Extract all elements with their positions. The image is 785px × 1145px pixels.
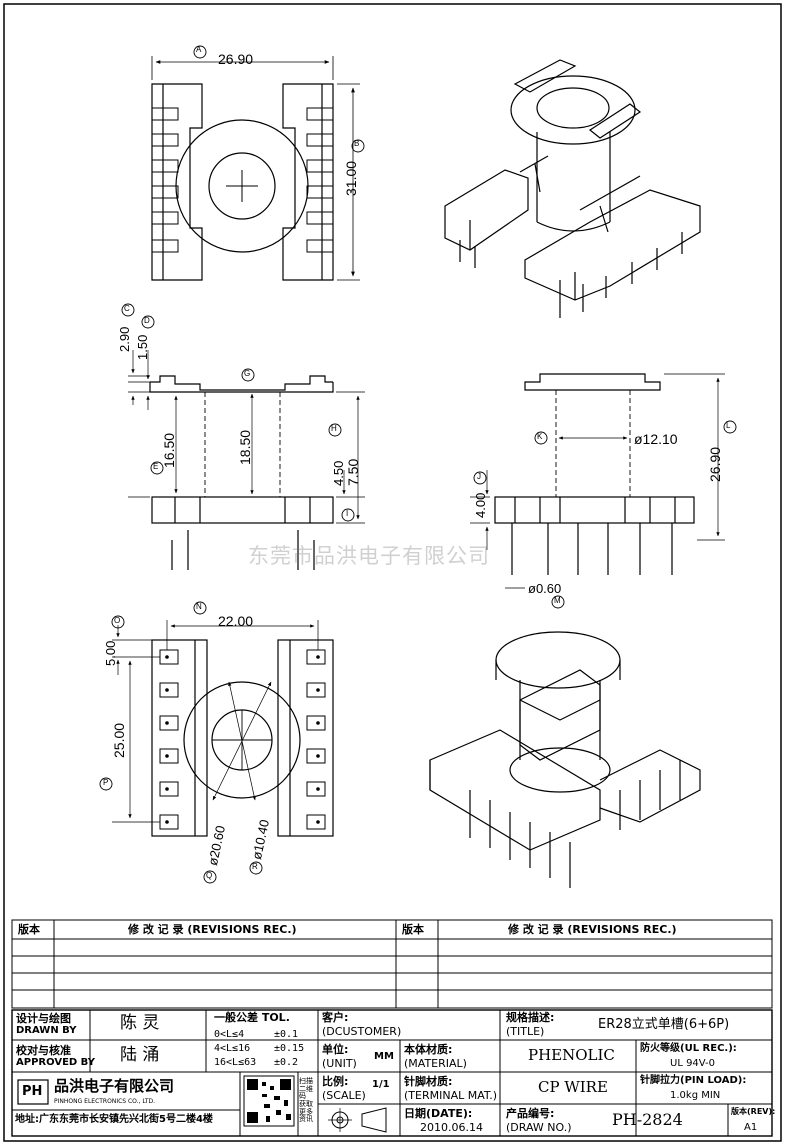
- tol-range-2: 4<L≤16: [214, 1043, 251, 1054]
- pin-load-cn: 针脚拉力(PIN LOAD):: [640, 1075, 747, 1086]
- title-cn: 规格描述:: [506, 1011, 555, 1024]
- label-q: Q: [206, 871, 213, 880]
- terminal-cn: 针脚材质:: [404, 1075, 453, 1088]
- dim-c: 2.90: [117, 326, 132, 352]
- revision-table: [11, 919, 773, 1009]
- draw-no-cn: 产品编号:: [506, 1107, 555, 1120]
- tolerance-title: 一般公差 TOL.: [214, 1011, 290, 1024]
- watermark: 东莞市品洪电子有限公司: [248, 544, 490, 568]
- terminal-en: (TERMINAL MAT.): [404, 1089, 498, 1102]
- dim-j: 4.00: [473, 492, 488, 518]
- label-j: J: [477, 472, 481, 481]
- dim-o: 5.00: [103, 640, 118, 666]
- material-en: (MATERIAL): [404, 1057, 467, 1070]
- material-cn: 本体材质:: [404, 1043, 453, 1056]
- dim-i: 7.50: [345, 458, 361, 486]
- dim-n: 22.00: [218, 613, 254, 629]
- date-cn: 日期(DATE):: [404, 1107, 473, 1120]
- dim-l: 26.90: [707, 446, 723, 482]
- rev-value: A1: [744, 1122, 758, 1133]
- flame-rating-value: UL 94V-0: [670, 1058, 716, 1069]
- dim-height: 31.00: [343, 160, 359, 196]
- revision-col-rec2: 修 改 记 录 (REVISIONS REC.): [508, 923, 677, 936]
- approved-by-value: 陆 涌: [120, 1045, 160, 1065]
- company-address: 地址:广东东莞市长安镇先兴北街5号二楼4楼: [15, 1114, 213, 1125]
- label-g: G: [244, 369, 251, 378]
- label-o: O: [114, 616, 121, 625]
- label-e: E: [153, 462, 159, 471]
- iso-view-bottom: [429, 631, 701, 888]
- iso-view-top: [444, 59, 701, 318]
- unit-en: (UNIT): [322, 1057, 357, 1070]
- side-view: [470, 373, 737, 609]
- bottom-view: [99, 601, 334, 884]
- scale-cn: 比例:: [322, 1075, 349, 1088]
- date-value: 2010.06.14: [420, 1121, 483, 1134]
- title-block: [11, 1009, 773, 1137]
- approved-by-en: APPROVED BY: [16, 1057, 95, 1068]
- scale-en: (SCALE): [322, 1089, 366, 1102]
- label-l: L: [726, 421, 731, 430]
- rev-cn: 版本(REV):: [731, 1107, 776, 1116]
- scale-value: 1/1: [372, 1079, 390, 1090]
- tol-val-1: ±0.1: [274, 1029, 299, 1040]
- label-c: C: [124, 304, 130, 313]
- company-logo: PH: [22, 1084, 43, 1099]
- tol-range-1: 0<L≤4: [214, 1029, 245, 1040]
- unit-value: MM: [374, 1051, 394, 1062]
- label-m: M: [554, 596, 561, 605]
- dim-m: ø0.60: [528, 581, 562, 596]
- revision-col-rec: 修 改 记 录 (REVISIONS REC.): [128, 923, 297, 936]
- dim-p: 25.00: [111, 722, 127, 758]
- tol-range-3: 16<L≤63: [214, 1057, 257, 1068]
- drawn-by-value: 陈 灵: [120, 1013, 160, 1033]
- label-p: P: [103, 778, 109, 787]
- sheet-border: [3, 3, 782, 1142]
- company-name-en: PINHONG ELECTRONICS CO., LTD.: [54, 1098, 156, 1105]
- customer-en: (DCUSTOMER): [322, 1025, 402, 1038]
- top-view: [151, 45, 365, 281]
- tol-val-2: ±0.15: [274, 1043, 305, 1054]
- label-d: D: [144, 316, 150, 325]
- label-a: A: [196, 45, 202, 54]
- customer-cn: 客户:: [322, 1011, 349, 1024]
- dim-width: 26.90: [218, 51, 254, 67]
- title-value: ER28立式单槽(6+6P): [598, 1017, 730, 1032]
- flame-rating-cn: 防火等级(UL REC.):: [640, 1043, 737, 1054]
- revision-col-ver: 版本: [18, 923, 40, 936]
- dim-h: 4.50: [331, 460, 346, 486]
- approved-by-cn: 校对与核准: [16, 1044, 71, 1057]
- tol-val-3: ±0.2: [274, 1057, 299, 1068]
- unit-cn: 单位:: [322, 1043, 349, 1056]
- revision-col-ver2: 版本: [402, 923, 424, 936]
- pin-load-value: 1.0kg MIN: [670, 1090, 721, 1101]
- label-k: K: [537, 432, 543, 441]
- draw-no-en: (DRAW NO.): [506, 1121, 572, 1134]
- material-value: PHENOLIC: [528, 1046, 615, 1064]
- qr-caption: 扫描二维码 获取更多资讯: [299, 1077, 313, 1124]
- draw-no-value: PH-2824: [612, 1110, 683, 1129]
- drawn-by-en: DRAWN BY: [16, 1025, 77, 1036]
- label-h: H: [331, 424, 337, 433]
- label-n: N: [196, 602, 202, 611]
- company-name-cn: 品洪电子有限公司: [54, 1077, 175, 1095]
- dim-g: 18.50: [237, 429, 253, 465]
- label-r: R: [252, 862, 258, 871]
- dim-e: 16.50: [161, 432, 177, 468]
- drawn-by-cn: 设计与绘图: [16, 1012, 71, 1025]
- label-b: B: [354, 139, 360, 148]
- title-en: (TITLE): [506, 1025, 545, 1038]
- front-view: [121, 303, 365, 570]
- dim-k: ø12.10: [634, 431, 678, 447]
- label-i: I: [346, 509, 349, 518]
- dim-d: 1.50: [135, 334, 150, 360]
- terminal-value: CP WIRE: [538, 1078, 608, 1096]
